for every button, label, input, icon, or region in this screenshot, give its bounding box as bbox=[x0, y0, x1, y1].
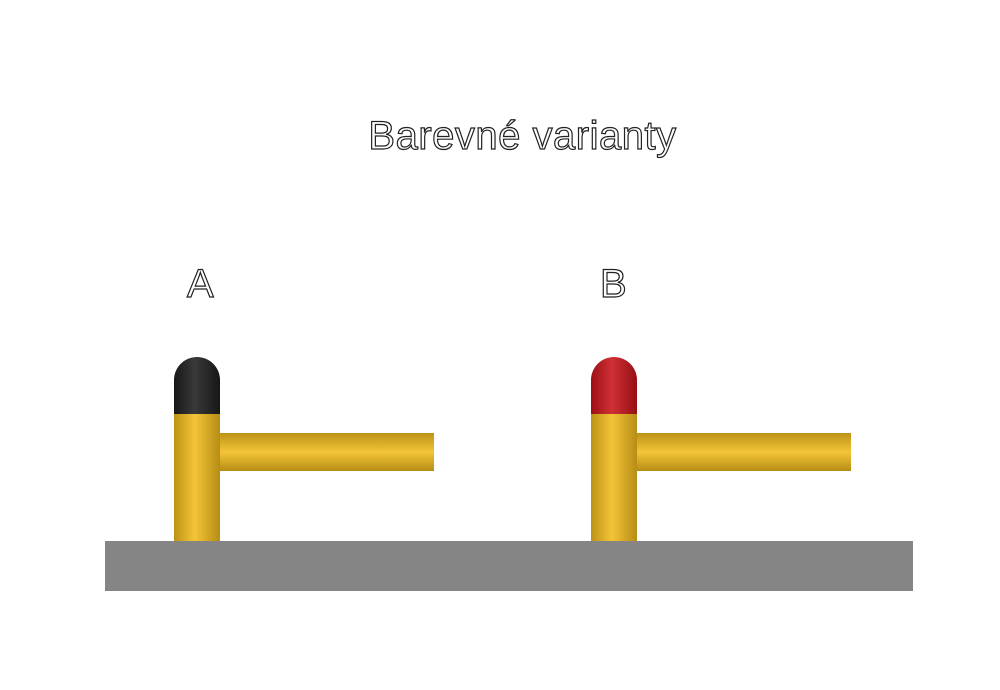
barrier-b-cap bbox=[591, 357, 637, 414]
variant-label-a: A bbox=[186, 261, 214, 306]
barrier-a-arm bbox=[218, 433, 434, 471]
barrier-b bbox=[591, 357, 851, 542]
page-title: Barevné varianty bbox=[368, 113, 677, 158]
barrier-a bbox=[174, 357, 434, 542]
ground-slab bbox=[105, 541, 913, 591]
barrier-b-arm bbox=[635, 433, 851, 471]
variant-label-b: B bbox=[599, 261, 627, 306]
barrier-a-post bbox=[174, 414, 220, 542]
barrier-a-cap bbox=[174, 357, 220, 414]
barrier-b-post bbox=[591, 414, 637, 542]
